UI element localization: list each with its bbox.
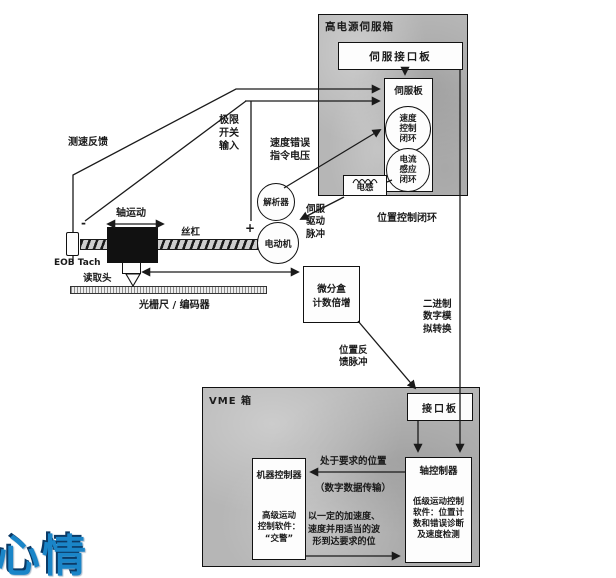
motor-circle: 电动机: [257, 222, 299, 264]
speed-control-loop-circle: 速度 控制 闭环: [385, 106, 431, 152]
read-head-label: 读取头: [83, 273, 112, 284]
servo-cabinet-title: 高电源伺服箱: [325, 21, 394, 33]
axis-controller-desc: 低级运动控制 软件：位置计 数和错误诊断 及速度检测: [412, 497, 464, 541]
carriage-block: [107, 227, 158, 263]
inductor-label: 电感: [356, 183, 374, 193]
vme-title: VME 箱: [209, 396, 253, 407]
binary-da-conversion-label: 二进制 数字模 拟转换: [423, 299, 452, 335]
differential-box: 微分盒 计数倍增: [303, 266, 360, 323]
leadscrew-label: 丝杠: [181, 227, 201, 238]
machine-controller-title: 机器控制器: [256, 471, 302, 481]
machine-controller-desc: 高级运动 控制软件： “交警”: [257, 511, 301, 544]
current-sense-loop-circle: 电流 感应 闭环: [386, 148, 430, 192]
eob-tach-label: EOB Tach: [54, 258, 101, 268]
motion-profile-label: 以一定的加速度、 速度并用适当的波 形到达要求的位: [308, 512, 381, 548]
inductor-box: 电感: [343, 175, 387, 196]
at-required-position-label: 处于要求的位置: [320, 456, 387, 467]
position-control-loop-label: 位置控制闭环: [377, 213, 437, 224]
read-head-body: [122, 262, 141, 274]
eob-tach-body: [66, 232, 79, 256]
limit-switch-input-label: 极限 开关 输入: [219, 115, 239, 152]
plus-limit-sign: +: [245, 221, 256, 235]
axis-motion-label: 轴运动: [116, 208, 146, 219]
position-feedback-pulse-label: 位置反 馈脉冲: [339, 345, 368, 369]
watermark-text: 心情: [0, 531, 88, 578]
servo-interface-board-box: 伺服接口板: [338, 42, 463, 70]
vme-interface-board-box: 接口板: [407, 393, 473, 421]
axis-controller-box: 轴控制器 低级运动控制 软件：位置计 数和错误诊断 及速度检测: [405, 457, 472, 563]
linear-scale-bar: [70, 286, 267, 294]
servo-drive-pulse-label: 伺服 驱动 脉冲: [306, 204, 326, 240]
resolver-circle: 解析器: [257, 183, 295, 221]
speed-error-voltage-label: 速度错误 指令电压: [270, 138, 310, 162]
read-head-stylus: [125, 273, 141, 288]
machine-controller-box: 机器控制器 高级运动 控制软件： “交警”: [252, 458, 306, 560]
scale-encoder-label: 光栅尺 / 编码器: [139, 300, 210, 311]
axis-controller-title: 轴控制器: [419, 466, 458, 477]
speed-feedback-label: 测速反馈: [68, 137, 108, 148]
minus-limit-sign: -: [81, 216, 86, 230]
digital-data-transfer-label: （数字数据传输）: [315, 483, 392, 494]
